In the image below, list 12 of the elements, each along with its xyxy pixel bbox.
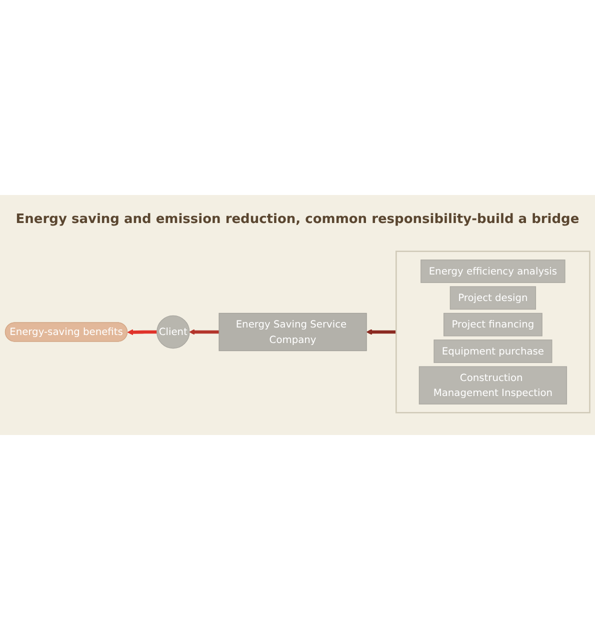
- node-box: Equipment purchase: [434, 340, 552, 363]
- arrow: [366, 329, 396, 335]
- arrow: [189, 329, 220, 335]
- node-box: Energy efficiency analysis: [420, 260, 566, 283]
- cluster: [396, 250, 590, 414]
- node-box: Project design: [450, 286, 536, 310]
- arrow: [127, 329, 157, 336]
- title: Energy saving and emission reduction, common responsibility-build a bridge: [14, 212, 580, 227]
- node-circle: Client: [156, 315, 190, 349]
- node-box: Project financing: [444, 312, 542, 336]
- node-box: Energy Saving Service Company: [218, 312, 367, 352]
- node-box: Construction Management Inspection: [418, 366, 568, 404]
